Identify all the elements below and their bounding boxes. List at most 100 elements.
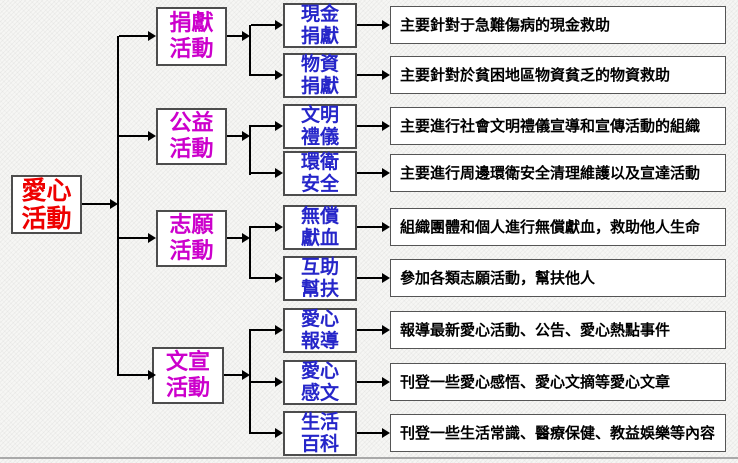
- leaf-label: 互助 幫扶: [300, 256, 339, 300]
- arrowhead-icon: [275, 428, 283, 438]
- arrowhead-icon: [242, 131, 250, 141]
- arrowhead-icon: [242, 31, 250, 41]
- connector-line: [251, 381, 275, 383]
- leaf-node-love-report: 愛心 報導: [283, 308, 357, 353]
- description-text: 報導最新愛心活動、公告、愛心熱點事件: [400, 320, 671, 339]
- connector-line: [357, 381, 382, 383]
- arrowhead-icon: [148, 31, 156, 41]
- description-text: 主要進行社會文明禮儀宣導和宣傳活動的組織: [400, 116, 701, 135]
- connector-line: [227, 35, 242, 37]
- connector-line: [251, 125, 275, 127]
- arrowhead-icon: [242, 233, 250, 243]
- description-box: 參加各類志願活動，幫扶他人: [390, 259, 726, 297]
- connector-trunk: [249, 329, 251, 434]
- description-text: 刊登一些生活常識、醫療保健、教益娛樂等內容: [400, 423, 716, 442]
- arrowhead-icon: [275, 121, 283, 131]
- leaf-node-mutual-aid: 互助 幫扶: [283, 256, 357, 301]
- connector-line: [251, 24, 275, 26]
- arrowhead-icon: [148, 233, 156, 243]
- root-label: 愛心 活動: [21, 175, 72, 233]
- branch-label: 公益 活動: [169, 111, 214, 162]
- arrowhead-icon: [242, 370, 250, 380]
- leaf-label: 現金 捐獻: [300, 3, 339, 47]
- description-box: 刊登一些生活常識、醫療保健、教益娛樂等內容: [390, 414, 726, 452]
- connector-line: [357, 74, 382, 76]
- connector-trunk: [117, 36, 119, 376]
- arrowhead-icon: [382, 428, 390, 438]
- leaf-label: 物資 捐獻: [300, 53, 339, 97]
- description-text: 組織團體和個人進行無償獻血，救助他人生命: [400, 217, 701, 236]
- connector-line: [251, 172, 275, 174]
- connector-line: [357, 125, 382, 127]
- arrowhead-icon: [382, 70, 390, 80]
- leaf-node-civilized-etiquette: 文明 禮儀: [283, 104, 357, 149]
- arrowhead-icon: [275, 325, 283, 335]
- description-text: 刊登一些愛心感悟、愛心文摘等愛心文章: [400, 372, 671, 391]
- branch-node-donation: 捐獻 活動: [156, 7, 227, 66]
- connector-line: [357, 432, 382, 434]
- branch-node-publicity: 文宣 活動: [152, 347, 224, 404]
- connector-line: [119, 237, 148, 239]
- leaf-label: 環衛 安全: [300, 151, 339, 195]
- connector-line: [357, 329, 382, 331]
- connector-line: [119, 374, 148, 376]
- arrowhead-icon: [275, 20, 283, 30]
- bottom-divider: [0, 457, 738, 459]
- description-text: 主要進行周邊環衛安全清理維護以及宣達活動: [400, 163, 701, 182]
- leaf-label: 生活 百科: [300, 411, 339, 455]
- description-box: 報導最新愛心活動、公告、愛心熱點事件: [390, 311, 726, 349]
- connector-line: [82, 203, 110, 205]
- arrowhead-icon: [382, 377, 390, 387]
- arrowhead-icon: [382, 121, 390, 131]
- description-box: 主要進行周邊環衛安全清理維護以及宣達活動: [390, 154, 726, 192]
- connector-line: [227, 135, 242, 137]
- arrowhead-icon: [382, 222, 390, 232]
- leaf-label: 文明 禮儀: [300, 104, 339, 148]
- connector-trunk: [249, 125, 251, 175]
- branch-node-public-welfare: 公益 活動: [156, 108, 227, 165]
- arrowhead-icon: [275, 70, 283, 80]
- connector-line: [251, 226, 275, 228]
- leaf-node-life-encyclopedia: 生活 百科: [283, 411, 357, 456]
- arrowhead-icon: [148, 370, 156, 380]
- connector-trunk: [249, 226, 251, 279]
- leaf-label: 愛心 感文: [300, 360, 339, 404]
- branch-label: 捐獻 活動: [169, 11, 214, 62]
- arrowhead-icon: [275, 377, 283, 387]
- description-box: 主要針對于急難傷病的現金救助: [390, 6, 726, 44]
- arrowhead-icon: [148, 131, 156, 141]
- connector-line: [251, 74, 275, 76]
- arrowhead-icon: [382, 273, 390, 283]
- description-text: 主要針對于急難傷病的現金救助: [400, 15, 611, 34]
- connector-line: [227, 237, 242, 239]
- root-node: 愛心 活動: [11, 175, 82, 234]
- connector-line: [251, 432, 275, 434]
- leaf-node-cash-donation: 現金 捐獻: [283, 3, 357, 48]
- arrowhead-icon: [275, 222, 283, 232]
- leaf-label: 無償 獻血: [300, 205, 339, 249]
- connector-trunk: [249, 25, 251, 76]
- description-text: 參加各類志願活動，幫扶他人: [400, 268, 596, 287]
- connector-line: [357, 226, 382, 228]
- description-box: 刊登一些愛心感悟、愛心文摘等愛心文章: [390, 363, 726, 401]
- description-box: 組織團體和個人進行無償獻血，救助他人生命: [390, 208, 726, 246]
- arrowhead-icon: [275, 168, 283, 178]
- branch-label: 志願 活動: [169, 213, 214, 264]
- leaf-node-material-donation: 物資 捐獻: [283, 53, 357, 98]
- arrowhead-icon: [275, 273, 283, 283]
- connector-line: [357, 172, 382, 174]
- arrowhead-icon: [382, 325, 390, 335]
- connector-line: [119, 35, 148, 37]
- connector-line: [251, 329, 275, 331]
- arrowhead-icon: [382, 20, 390, 30]
- description-box: 主要進行社會文明禮儀宣導和宣傳活動的組織: [390, 107, 726, 145]
- connector-line: [357, 277, 382, 279]
- leaf-node-love-essay: 愛心 感文: [283, 360, 357, 405]
- connector-line: [119, 135, 148, 137]
- branch-label: 文宣 活動: [165, 350, 210, 401]
- connector-line: [357, 24, 382, 26]
- arrowhead-icon: [110, 199, 118, 209]
- description-box: 主要針對於貧困地區物資貧乏的物資救助: [390, 56, 726, 94]
- leaf-node-blood-donation: 無償 獻血: [283, 205, 357, 250]
